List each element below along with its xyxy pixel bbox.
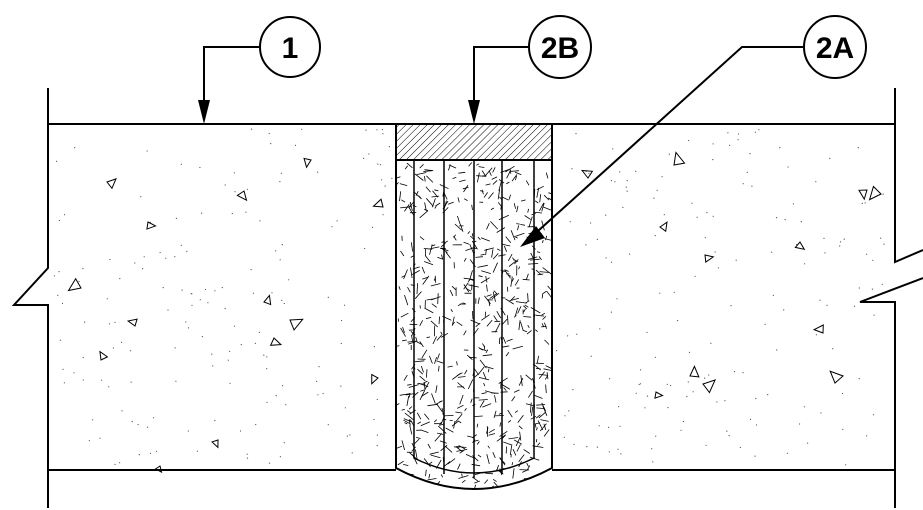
concrete-aggregate-texture [53, 128, 885, 474]
left-slab [11, 88, 396, 508]
joint-filler [395, 160, 553, 490]
callout-1: 1 [259, 16, 321, 78]
callout-2b: 2B [528, 15, 592, 79]
callout-1-leader [198, 46, 260, 124]
callout-1-label: 1 [282, 32, 299, 65]
joint-sealant-cap [395, 123, 553, 161]
callout-2b-leader [468, 46, 528, 124]
callout-2a-leader [520, 46, 803, 247]
callout-2a-label: 2A [816, 32, 854, 65]
right-slab [552, 88, 923, 508]
callout-1-circle [259, 16, 321, 78]
callout-2b-circle [528, 15, 592, 79]
callout-2a-circle [803, 15, 867, 79]
callout-2a: 2A [803, 15, 867, 79]
callout-2b-label: 2B [541, 32, 579, 65]
